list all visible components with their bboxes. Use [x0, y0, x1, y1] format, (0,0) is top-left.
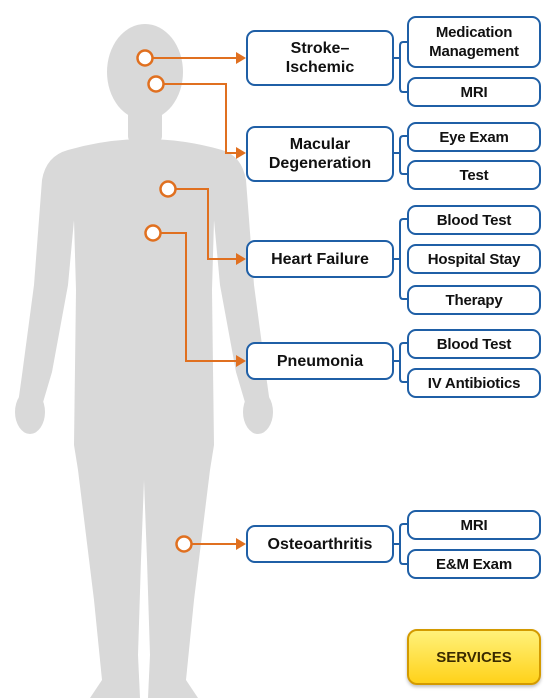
arrowhead — [236, 538, 246, 550]
arrowhead — [236, 253, 246, 265]
origin-point-head-upper — [136, 49, 154, 67]
service-test[interactable]: Test — [407, 160, 541, 190]
bracket-macular — [394, 135, 407, 175]
connector-arrowheads — [236, 52, 246, 550]
condition-stroke-ischemic[interactable]: Stroke– Ischemic — [246, 30, 394, 86]
origin-point-knee — [175, 535, 193, 553]
origin-point-head-lower — [147, 75, 165, 93]
bracket-pneumonia — [394, 342, 407, 383]
arrowhead — [236, 52, 246, 64]
service-therapy[interactable]: Therapy — [407, 285, 541, 315]
service-blood-test[interactable]: Blood Test — [407, 329, 541, 359]
origin-point-chest — [159, 180, 177, 198]
bracket-stroke — [394, 41, 407, 93]
bracket-osteoarthritis — [394, 523, 407, 565]
condition-heart-failure[interactable]: Heart Failure — [246, 240, 394, 278]
service-blood-test[interactable]: Blood Test — [407, 205, 541, 235]
connector-heart-failure — [176, 188, 240, 260]
connector-macular — [163, 83, 240, 154]
service-brackets — [394, 41, 407, 565]
arrowhead — [236, 147, 246, 159]
service-em-exam[interactable]: E&M Exam — [407, 549, 541, 579]
bracket-heart-failure — [394, 218, 407, 300]
service-hospital-stay[interactable]: Hospital Stay — [407, 244, 541, 274]
service-eye-exam[interactable]: Eye Exam — [407, 122, 541, 152]
service-mri[interactable]: MRI — [407, 77, 541, 107]
condition-macular-degeneration[interactable]: Macular Degeneration — [246, 126, 394, 182]
human-silhouette — [15, 24, 273, 698]
service-medication-management[interactable]: Medication Management — [407, 16, 541, 68]
condition-osteoarthritis[interactable]: Osteoarthritis — [246, 525, 394, 563]
connector-pneumonia — [161, 232, 240, 362]
connector-origin-points — [136, 49, 193, 553]
condition-pneumonia[interactable]: Pneumonia — [246, 342, 394, 380]
arrowhead — [236, 355, 246, 367]
service-mri[interactable]: MRI — [407, 510, 541, 540]
connector-lines — [153, 57, 240, 545]
origin-point-lung — [144, 224, 162, 242]
service-iv-antibiotics[interactable]: IV Antibiotics — [407, 368, 541, 398]
services-button[interactable]: SERVICES — [407, 629, 541, 685]
